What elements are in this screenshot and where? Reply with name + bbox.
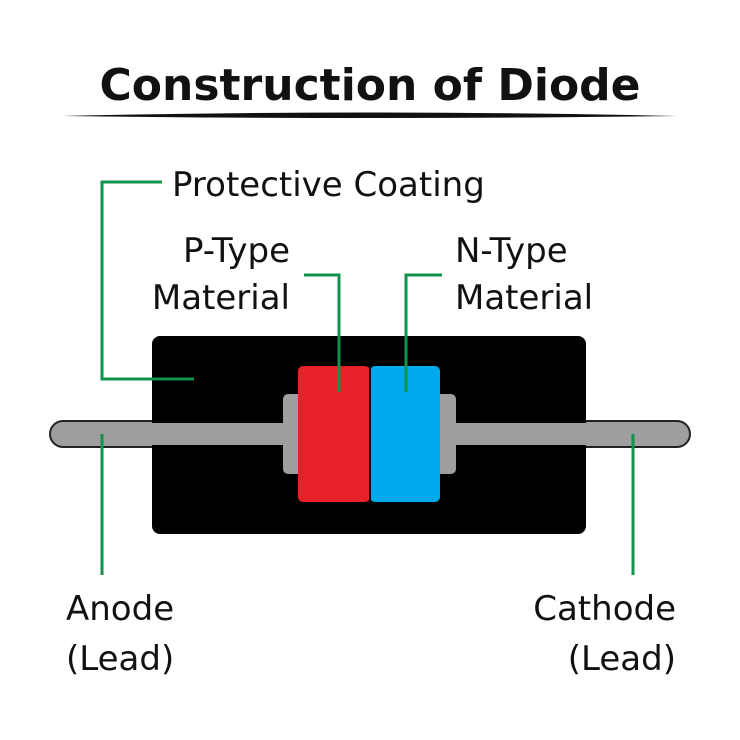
label-p-type-line2: Material [152, 278, 290, 318]
inner-lead-right [446, 423, 586, 445]
label-anode-line2: (Lead) [66, 639, 174, 679]
label-cathode-line2: (Lead) [568, 639, 676, 679]
diagram-title: Construction of Diode [99, 60, 640, 111]
label-n-type-line1: N-Type [455, 231, 568, 271]
n-type-material-block [370, 366, 440, 502]
label-cathode-line1: Cathode [533, 589, 676, 629]
label-anode-line1: Anode [66, 589, 174, 629]
p-type-material-block [298, 366, 370, 502]
leader-line-p-type [304, 273, 341, 392]
leader-line-protective-coating [100, 180, 194, 381]
label-p-type-line1: P-Type [183, 231, 290, 271]
inner-lead-left [152, 423, 292, 445]
label-protective-coating: Protective Coating [172, 165, 485, 205]
leader-line-n-type [404, 273, 442, 392]
label-n-type-line2: Material [455, 278, 593, 318]
title-underline [62, 112, 678, 118]
